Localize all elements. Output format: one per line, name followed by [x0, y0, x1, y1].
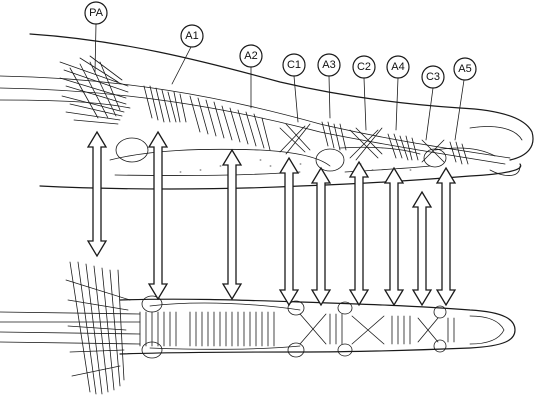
correspondence-arrows	[88, 132, 455, 305]
double-arrow-a1	[149, 132, 167, 299]
label-a2: A2	[240, 45, 262, 67]
double-arrow-c1	[280, 158, 298, 305]
pulley-labels: PA A1 A2 C1 A3 C2 A4 C3	[85, 2, 476, 88]
label-c2: C2	[353, 56, 375, 78]
a4-pulley-bottom	[392, 316, 410, 344]
svg-text:C3: C3	[426, 71, 440, 83]
palmar-finger-view	[0, 262, 515, 394]
palmar-aponeurosis-bottom	[66, 262, 130, 394]
a2-pulley-top	[190, 96, 270, 150]
double-arrow-a5	[437, 168, 455, 305]
double-arrow-c3	[413, 192, 431, 305]
label-c3: C3	[422, 66, 444, 88]
a1-pulley-top	[144, 86, 186, 122]
c2-pulley-bottom	[352, 316, 384, 344]
svg-text:C1: C1	[287, 59, 301, 71]
double-arrow-pa	[88, 132, 106, 256]
a3-pulley-top	[322, 122, 346, 150]
svg-text:A4: A4	[391, 61, 404, 73]
svg-text:A1: A1	[185, 30, 198, 42]
label-a1: A1	[181, 25, 203, 47]
lateral-finger-view	[0, 34, 533, 189]
svg-text:A3: A3	[322, 59, 335, 71]
label-pa: PA	[85, 2, 107, 24]
label-a3: A3	[318, 54, 340, 76]
c2-pulley-top	[350, 128, 382, 160]
label-a4: A4	[387, 56, 409, 78]
double-arrow-a4	[385, 168, 403, 305]
svg-text:A2: A2	[244, 50, 257, 62]
svg-text:A5: A5	[458, 63, 471, 75]
a5-pulley-top	[450, 142, 468, 164]
svg-text:PA: PA	[89, 7, 104, 19]
a3-pulley-bottom	[330, 314, 342, 344]
label-a5: A5	[454, 58, 476, 80]
palmar-aponeurosis-top	[60, 56, 128, 124]
a1-a2-pulley-bottom	[140, 312, 274, 346]
c1-pulley-bottom	[300, 314, 326, 344]
label-c1: C1	[283, 54, 305, 76]
c3-pulley-bottom	[418, 318, 438, 342]
double-arrow-a2	[223, 150, 241, 299]
a5-pulley-bottom	[448, 318, 454, 342]
svg-text:C2: C2	[357, 61, 371, 73]
double-arrow-a3	[312, 168, 330, 305]
